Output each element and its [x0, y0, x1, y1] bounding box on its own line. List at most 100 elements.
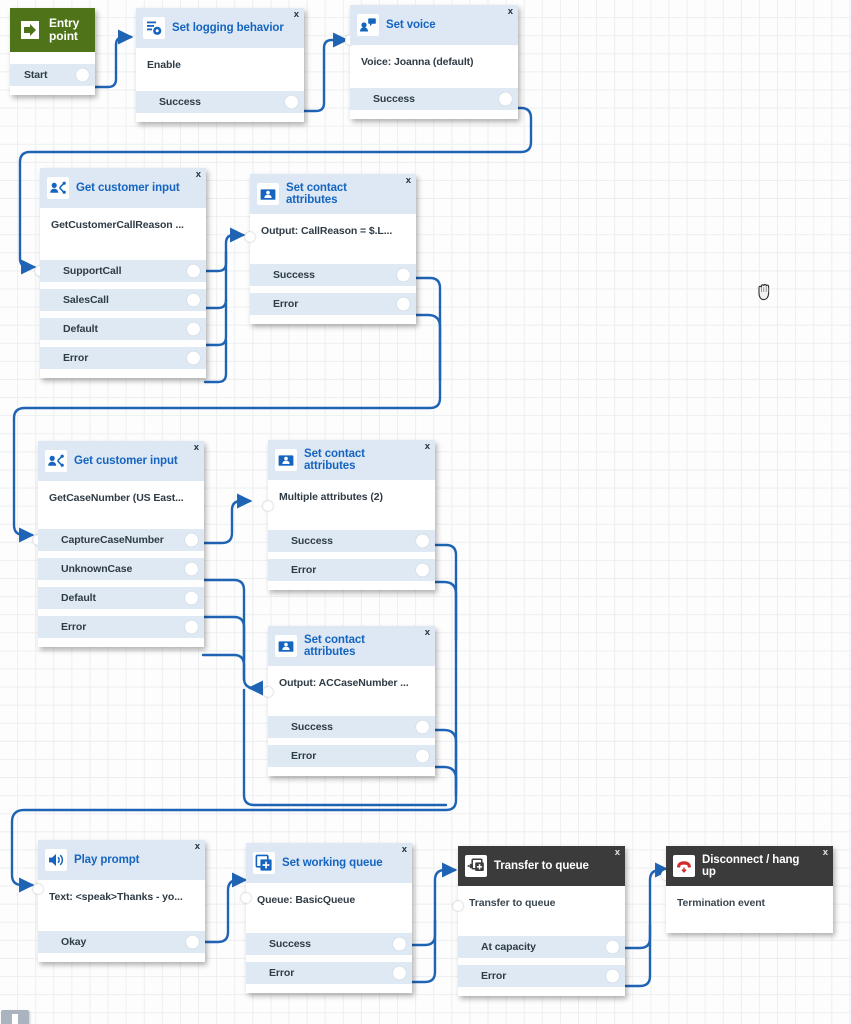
close-icon[interactable]: x	[194, 841, 200, 852]
port-success[interactable]: Success	[268, 716, 435, 738]
voice-person-icon	[357, 14, 379, 36]
node-subtitle: Output: CallReason = $.L...	[261, 225, 393, 237]
port-connector-dot[interactable]	[285, 95, 298, 109]
node-header: Set working queue x	[246, 843, 412, 883]
node-title: Get customer input	[76, 181, 180, 194]
port-success[interactable]: Success	[136, 91, 304, 113]
close-icon[interactable]: x	[293, 9, 299, 20]
port-connector-dot[interactable]	[416, 563, 429, 577]
port-success[interactable]: Success	[268, 530, 435, 552]
port-connector-dot[interactable]	[416, 720, 429, 734]
node-ports: SupportCall SalesCall Default Error	[40, 260, 206, 378]
port-connector-dot[interactable]	[187, 293, 200, 307]
node-set-contact-attributes-1[interactable]: Set contact attributes x Output: CallRea…	[245, 174, 416, 324]
canvas-corner-control[interactable]	[1, 1010, 29, 1024]
port-connector-dot[interactable]	[185, 591, 198, 605]
close-icon[interactable]: x	[424, 627, 430, 638]
port-start[interactable]: Start	[10, 64, 95, 86]
port-connector-dot[interactable]	[186, 935, 199, 949]
port-connector-dot[interactable]	[185, 620, 198, 634]
port-connector-dot[interactable]	[499, 92, 512, 106]
port-success[interactable]: Success	[350, 88, 518, 110]
port-connector-dot[interactable]	[397, 268, 410, 282]
node-set-logging-behavior[interactable]: Set logging behavior x Enable Success	[136, 8, 304, 122]
close-icon[interactable]: x	[401, 844, 407, 855]
node-set-contact-attributes-2[interactable]: Set contact attributes x Multiple attrib…	[263, 440, 435, 590]
close-icon[interactable]: x	[195, 169, 201, 180]
port-default[interactable]: Default	[38, 587, 204, 609]
port-unknowncase[interactable]: UnknownCase	[38, 558, 204, 580]
spacer	[458, 909, 625, 929]
spacer	[268, 689, 435, 709]
node-input-port[interactable]	[263, 501, 273, 511]
port-error[interactable]: Error	[268, 745, 435, 767]
node-get-customer-input-1[interactable]: Get customer input x GetCustomerCallReas…	[35, 168, 206, 378]
node-input-port[interactable]	[33, 884, 43, 894]
port-error[interactable]: Error	[38, 616, 204, 638]
port-capturecasenumber[interactable]: CaptureCaseNumber	[38, 529, 204, 551]
node-disconnect-hang-up[interactable]: Disconnect / hang up x Termination event	[661, 846, 833, 933]
node-set-working-queue[interactable]: Set working queue x Queue: BasicQueue Su…	[241, 843, 412, 993]
port-error[interactable]: Error	[250, 293, 416, 315]
grab-hand-cursor	[755, 280, 775, 302]
node-set-contact-attributes-3[interactable]: Set contact attributes x Output: ACCaseN…	[263, 626, 435, 776]
node-entry-point[interactable]: Entry point Start	[10, 8, 95, 95]
node-header: Disconnect / hang up x	[666, 846, 833, 886]
node-subtitle: Termination event	[677, 897, 765, 909]
port-connector-dot[interactable]	[187, 351, 200, 365]
port-connector-dot[interactable]	[416, 749, 429, 763]
port-okay[interactable]: Okay	[38, 931, 205, 953]
port-error[interactable]: Error	[246, 962, 412, 984]
node-input-port[interactable]	[245, 232, 255, 242]
close-icon[interactable]: x	[424, 441, 430, 452]
port-connector-dot[interactable]	[416, 534, 429, 548]
node-header: Set logging behavior x	[136, 8, 304, 48]
port-connector-dot[interactable]	[185, 562, 198, 576]
port-success[interactable]: Success	[250, 264, 416, 286]
node-transfer-to-queue[interactable]: Transfer to queue x Transfer to queue At…	[453, 846, 625, 996]
node-title: Set contact attributes	[304, 633, 365, 659]
queue-plus-icon	[253, 852, 275, 874]
port-connector-dot[interactable]	[397, 297, 410, 311]
close-icon[interactable]: x	[507, 6, 513, 17]
port-error[interactable]: Error	[40, 347, 206, 369]
node-input-port[interactable]	[453, 901, 463, 911]
node-header: Get customer input x	[38, 441, 204, 481]
node-subtitle: GetCaseNumber (US East...	[49, 492, 184, 504]
port-connector-dot[interactable]	[606, 969, 619, 983]
node-ports: Success	[136, 91, 304, 122]
node-get-customer-input-2[interactable]: Get customer input x GetCaseNumber (US E…	[33, 441, 204, 647]
phone-hangup-icon	[673, 855, 695, 877]
port-error[interactable]: Error	[458, 965, 625, 987]
node-subtitle: Queue: BasicQueue	[257, 894, 356, 906]
port-connector-dot[interactable]	[185, 533, 198, 547]
node-set-voice[interactable]: Set voice x Voice: Joanna (default) Succ…	[345, 5, 518, 119]
close-icon[interactable]: x	[614, 847, 620, 858]
node-input-port[interactable]	[241, 893, 251, 903]
customer-input-icon	[47, 177, 69, 199]
node-ports: Success Error	[250, 264, 416, 324]
port-salescall[interactable]: SalesCall	[40, 289, 206, 311]
port-connector-dot[interactable]	[393, 966, 406, 980]
port-success[interactable]: Success	[246, 933, 412, 955]
close-icon[interactable]: x	[822, 847, 828, 858]
port-at-capacity[interactable]: At capacity	[458, 936, 625, 958]
node-input-port[interactable]	[263, 687, 273, 697]
close-icon[interactable]: x	[193, 442, 199, 453]
port-supportcall[interactable]: SupportCall	[40, 260, 206, 282]
port-connector-dot[interactable]	[187, 322, 200, 336]
node-ports: At capacity Error	[458, 936, 625, 996]
port-default[interactable]: Default	[40, 318, 206, 340]
port-connector-dot[interactable]	[393, 937, 406, 951]
node-subtitle: Voice: Joanna (default)	[361, 56, 474, 68]
port-error[interactable]: Error	[268, 559, 435, 581]
port-connector-dot[interactable]	[76, 68, 89, 82]
node-play-prompt[interactable]: Play prompt x Text: <speak>Thanks - yo..…	[33, 840, 205, 962]
close-icon[interactable]: x	[405, 175, 411, 186]
spacer	[350, 68, 518, 81]
port-connector-dot[interactable]	[187, 264, 200, 278]
port-connector-dot[interactable]	[606, 940, 619, 954]
node-header: Set contact attributes x	[250, 174, 416, 214]
node-header: Set voice x	[350, 5, 518, 45]
